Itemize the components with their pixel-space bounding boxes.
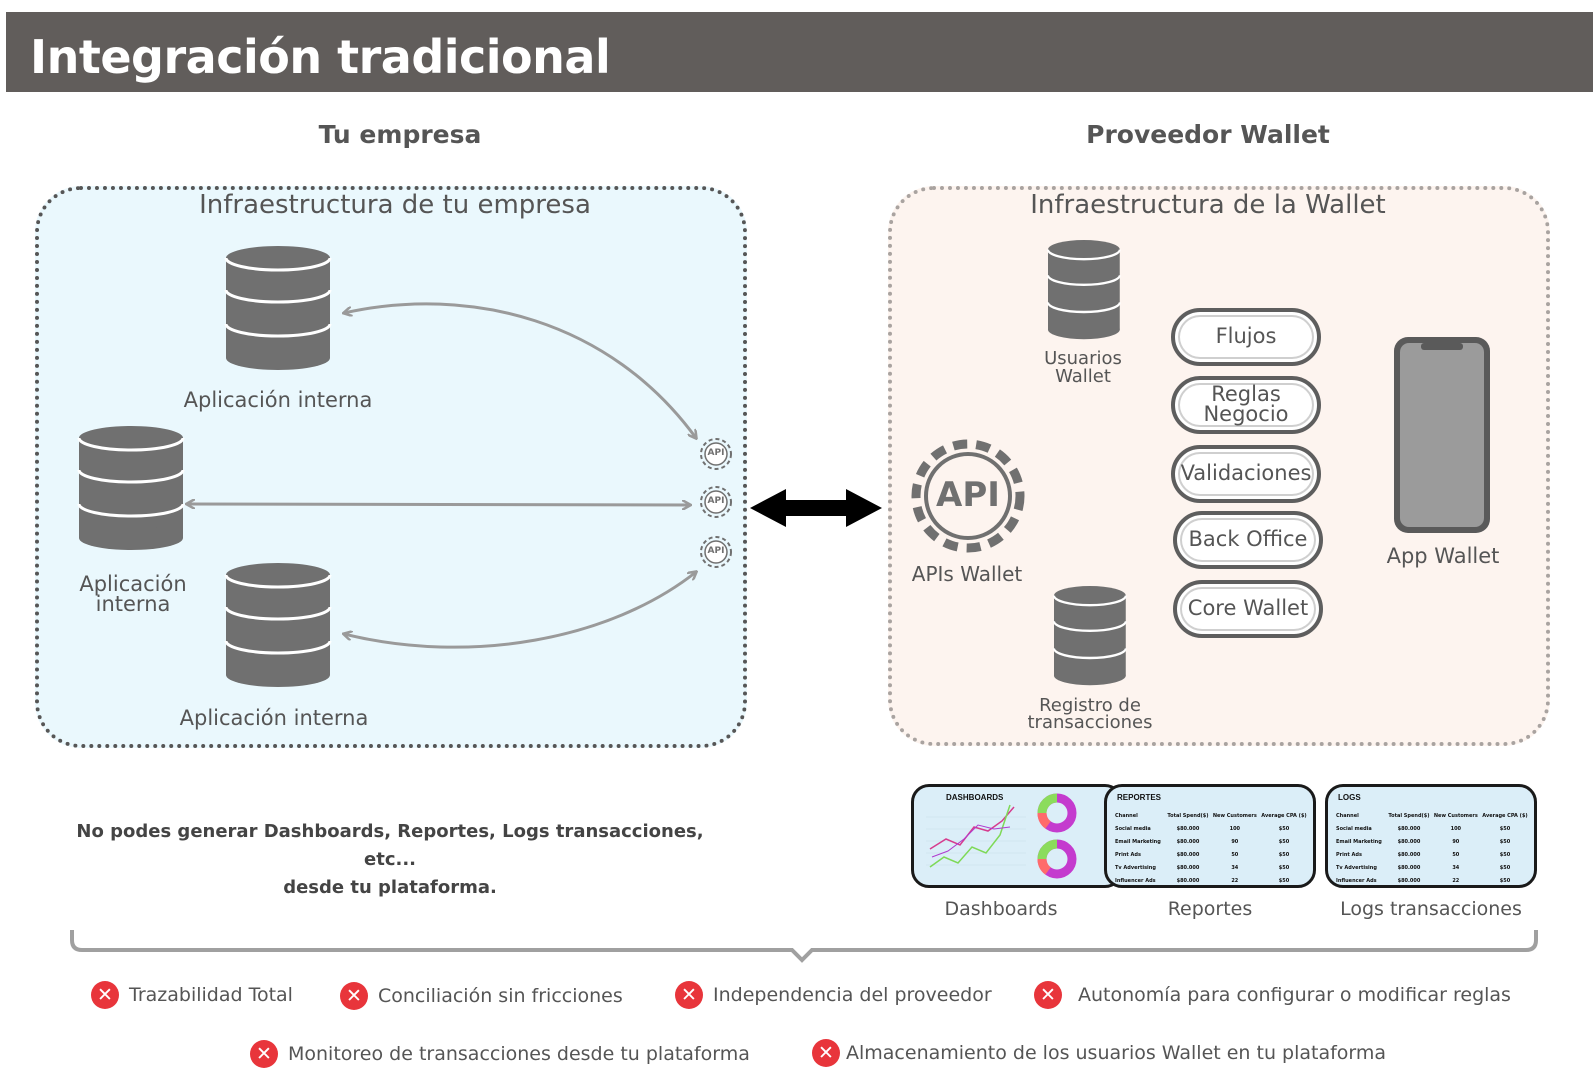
module-validaciones: Validaciones [1171,445,1321,503]
database-icon-bottom [224,561,332,689]
mini-donut-2 [1037,839,1077,879]
db-middle-label-line1: Aplicación [79,572,187,596]
missing-item-label: Autonomía para configurar o modificar re… [1078,984,1511,1006]
db-middle-label-line2: interna [95,592,171,616]
transactions-database-icon [1052,584,1127,687]
missing-item-label: Trazabilidad Total [129,984,293,1006]
db-top-label: Aplicación interna [183,388,373,412]
reportes-label: Reportes [1167,898,1253,920]
phone-icon [1394,337,1490,533]
x-circle-icon: ✕ [91,981,119,1009]
module-back-office: Back Office [1173,511,1323,569]
db-bottom-label: Aplicación interna [179,706,369,730]
missing-item-label: Almacenamiento de los usuarios Wallet en… [846,1042,1387,1064]
reportes-thumbnail-title: REPORTES [1117,793,1162,802]
api-wallet-gear-text: API [936,475,1000,515]
dashboards-thumbnail-title: DASHBOARDS [946,793,1004,802]
missing-item-almacenamiento: ✕ Almacenamiento de los usuarios Wallet … [812,1039,1386,1067]
missing-item-label: Independencia del proveedor [713,984,992,1006]
mini-line-series-2 [929,804,1011,868]
dashboards-label: Dashboards [944,898,1058,920]
module-flujos: Flujos [1171,308,1321,366]
header-banner: Integración tradicional [6,12,1593,92]
api-gear-text-3: API [707,546,725,556]
x-circle-icon: ✕ [675,981,703,1009]
mini-line-series-3 [931,824,1011,858]
x-circle-icon: ✕ [340,982,368,1010]
users-database-icon [1046,238,1121,341]
connector-arrow-bottom [344,572,696,649]
app-wallet-label: App Wallet [1386,544,1500,568]
module-reglas-negocio: Reglas Negocio [1171,376,1321,434]
logs-label: Logs transacciones [1340,898,1522,920]
x-circle-icon: ✕ [812,1039,840,1067]
connector-arrow-top [344,302,696,438]
tx-db-label-line2: transacciones [1027,712,1153,733]
missing-item-trazabilidad: ✕ Trazabilidad Total [91,981,293,1009]
missing-item-independencia: ✕ Independencia del proveedor [675,981,992,1009]
missing-item-monitoreo: ✕ Monitoreo de transacciones desde tu pl… [250,1040,750,1068]
x-circle-icon: ✕ [1034,981,1062,1009]
limitation-note-line1: No podes generar Dashboards, Reportes, L… [76,821,704,870]
database-icon-top [224,244,332,372]
summary-bracket [70,930,1538,963]
dashboards-thumbnail: DASHBOARDS [911,784,1123,888]
connector-arrow-middle [187,504,690,505]
logs-thumbnail-title: LOGS [1338,793,1361,802]
database-icon-middle [77,424,185,552]
tx-db-label-line1: Registro de [1039,695,1141,716]
missing-item-autonomia: ✕ Autonomía para configurar o modificar … [1034,981,1511,1009]
limitation-note: No podes generar Dashboards, Reportes, L… [60,818,720,902]
right-column-title: Proveedor Wallet [1086,120,1330,149]
wallet-infrastructure-title: Infraestructura de la Wallet [1030,190,1386,220]
dashboard-mini-charts [926,793,1077,879]
limitation-note-line2: desde tu plataforma. [283,877,497,898]
company-infrastructure-title: Infraestructura de tu empresa [199,190,591,220]
mini-donut-1 [1037,793,1077,833]
module-core-wallet: Core Wallet [1173,580,1323,638]
left-column-title: Tu empresa [318,120,482,149]
users-db-label-line2: Wallet [1055,366,1111,387]
missing-item-conciliacion: ✕ Conciliación sin fricciones [340,982,623,1010]
api-gear-text-2: API [707,496,725,506]
users-db-label-line1: Usuarios [1044,348,1122,369]
api-gear-text-1: API [707,448,725,458]
missing-item-label: Monitoreo de transacciones desde tu plat… [288,1043,750,1065]
api-wallet-label: APIs Wallet [911,562,1023,586]
x-circle-icon: ✕ [250,1040,278,1068]
bidirectional-arrow-icon [750,489,882,527]
mini-line-series-1 [929,806,1015,850]
api-wallet-gear-icon [911,439,1025,553]
page-title: Integración tradicional [30,30,611,84]
missing-item-label: Conciliación sin fricciones [378,985,623,1007]
